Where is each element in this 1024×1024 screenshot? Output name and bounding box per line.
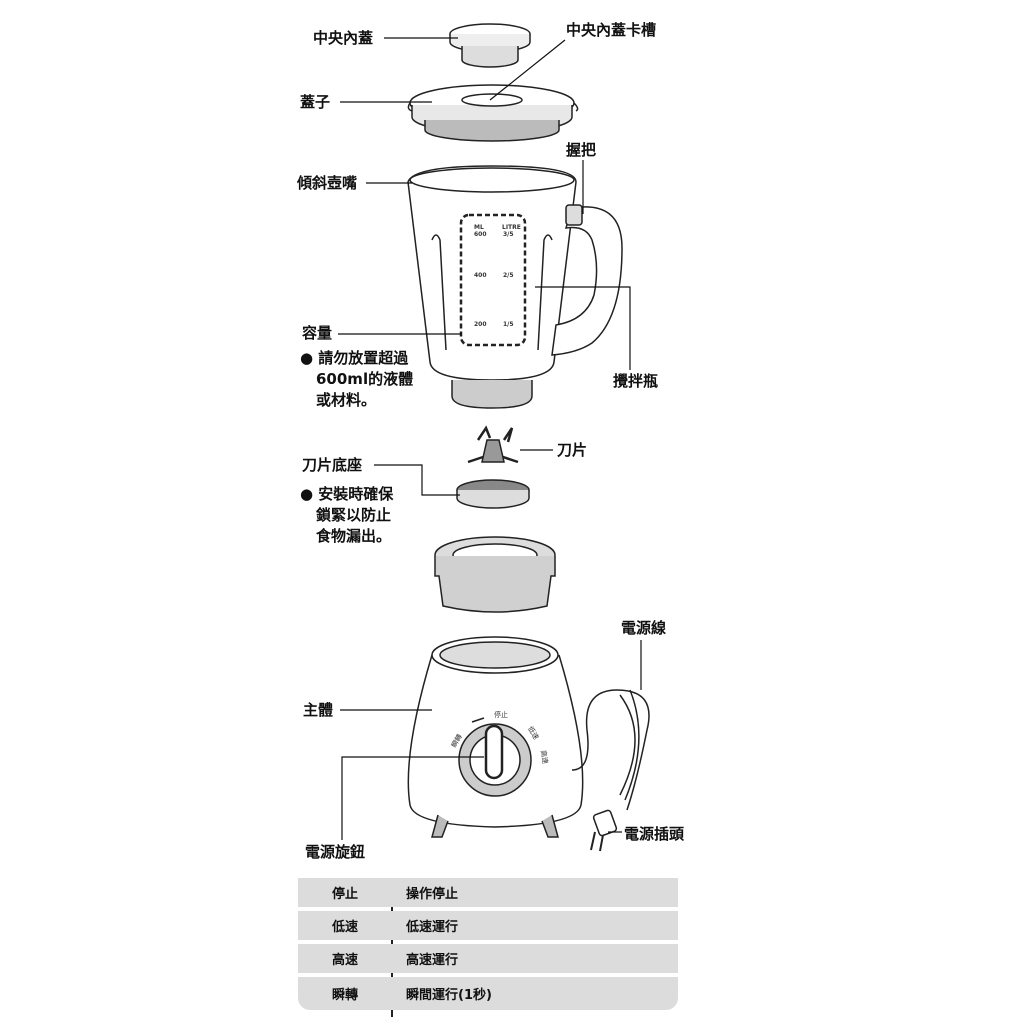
desc-cell: 瞬間運行(1秒): [406, 988, 492, 1003]
note-line: 或材料。: [316, 391, 377, 409]
label-blade-base: 刀片底座: [302, 456, 363, 474]
desc-cell: 高速運行: [406, 953, 459, 968]
desc-cell: 操作停止: [406, 887, 459, 902]
desc-cell: 低速運行: [406, 920, 459, 935]
label-power-plug: 電源插頭: [624, 825, 685, 843]
label-main-body: 主體: [303, 701, 334, 719]
label-capacity: 容量: [302, 324, 333, 342]
mode-cell: 高速: [331, 953, 358, 968]
dial-label-stop: 停止: [494, 711, 508, 719]
scale-mark-litre: 1/5: [503, 321, 514, 328]
label-handle: 握把: [566, 141, 597, 159]
mode-table: 停止 操作停止 低速 低速運行 高速 高速運行 瞬轉 瞬間運行(1秒): [298, 878, 678, 1017]
note-line: 食物漏出。: [316, 527, 392, 545]
center-inner-lid-illustration: [449, 23, 531, 68]
scale-mark-ml: 400: [474, 272, 487, 279]
table-row: 高速 高速運行: [298, 944, 678, 973]
table-row: 低速 低速運行: [298, 911, 678, 940]
power-cord-illustration: [571, 689, 650, 852]
scale-mark-litre: 3/5: [503, 231, 514, 238]
mode-cell: 低速: [331, 920, 358, 935]
mode-cell: 停止: [331, 887, 358, 902]
lid-illustration: [407, 84, 579, 142]
label-blade: 刀片: [557, 441, 588, 459]
label-lid: 蓋子: [300, 93, 331, 111]
jar-illustration: [407, 165, 623, 409]
table-row: 瞬轉 瞬間運行(1秒): [298, 977, 678, 1010]
note-line: ● 請勿放置超過: [300, 349, 409, 367]
base-ring-illustration: [434, 536, 556, 613]
blade-illustration: [456, 425, 530, 509]
scale-unit-litre: LITRE: [502, 224, 521, 231]
label-power-cord: 電源線: [621, 619, 667, 637]
scale-mark-litre: 2/5: [503, 272, 514, 279]
leader-lines: [338, 37, 642, 840]
blade-base-note: ● 安裝時確保 鎖緊以防止 食物漏出。: [300, 484, 393, 547]
label-spout: 傾斜壺嘴: [297, 174, 358, 192]
scale-mark-ml: 200: [474, 321, 487, 328]
mode-cell: 瞬轉: [331, 988, 358, 1003]
scale-mark-ml: 600: [474, 231, 487, 238]
note-line: 600ml的液體: [316, 370, 414, 388]
scale-unit-ml: ML: [474, 224, 484, 231]
label-center-inner-lid: 中央內蓋: [313, 29, 374, 47]
note-line: 鎖緊以防止: [316, 506, 392, 524]
label-center-inner-lid-slot: 中央內蓋卡槽: [566, 21, 657, 39]
label-jar: 攪拌瓶: [613, 372, 659, 390]
capacity-note: ● 請勿放置超過 600ml的液體 或材料。: [300, 348, 413, 411]
label-power-knob: 電源旋鈕: [305, 843, 366, 861]
main-body-illustration: [407, 636, 584, 838]
note-line: ● 安裝時確保: [300, 485, 394, 503]
table-row: 停止 操作停止: [298, 878, 678, 907]
